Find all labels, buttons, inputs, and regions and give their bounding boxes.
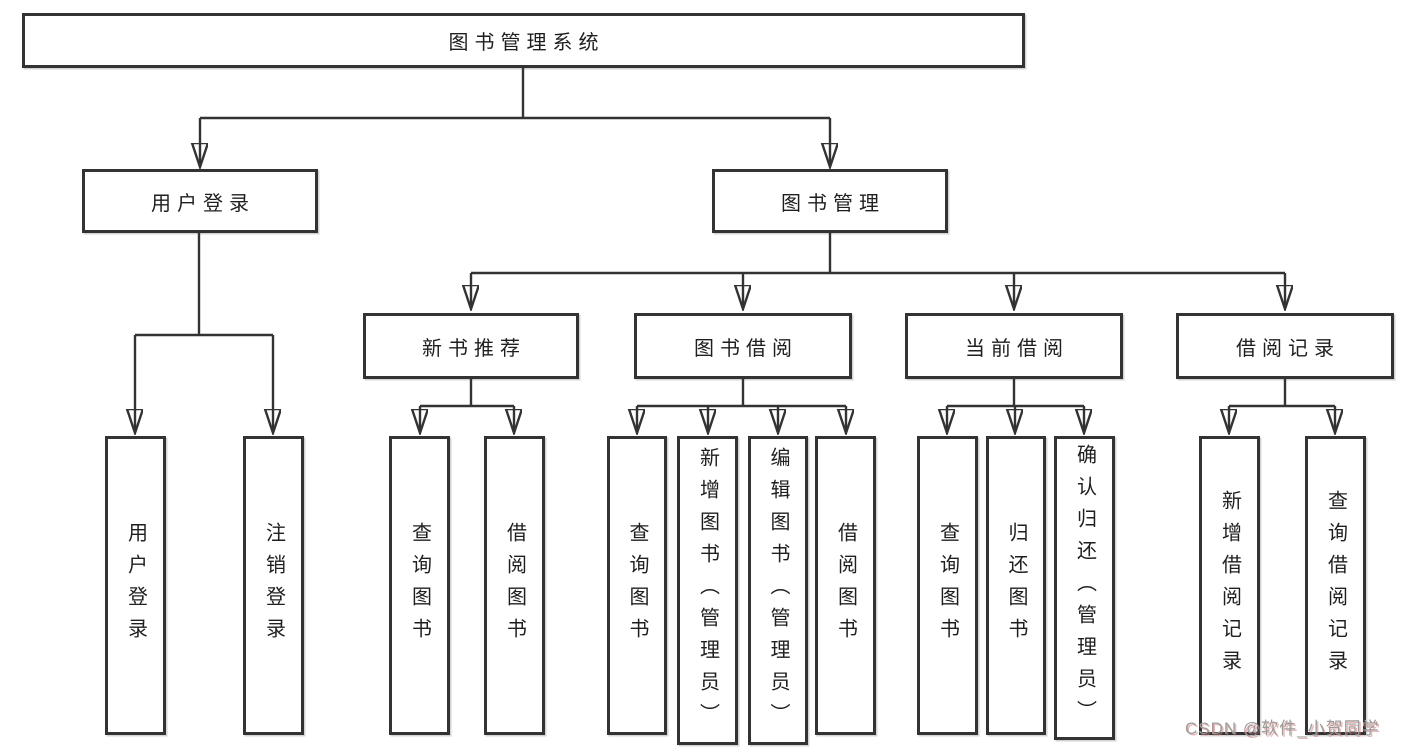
leaf-borrowing-borrow-book-label: 借阅图书: [834, 521, 857, 650]
leaf-recommend-borrow-book-label: 借阅图书: [503, 521, 526, 650]
node-user-login-label: 用户登录: [151, 192, 255, 215]
leaf-current-confirm-return-admin-label: 确认归还（管理员）: [1073, 444, 1096, 732]
leaf-current-query-book-label: 查询图书: [936, 521, 959, 650]
leaf-user-login-label: 用户登录: [124, 521, 147, 650]
leaf-logout-label: 注销登录: [262, 521, 285, 650]
leaf-borrowing-borrow-book: 借阅图书: [815, 436, 876, 735]
leaf-borrowing-query-book: 查询图书: [607, 436, 667, 735]
leaf-records-add-record-label: 新增借阅记录: [1218, 489, 1241, 682]
node-borrow-records-label: 借阅记录: [1236, 337, 1340, 360]
leaf-records-query-record: 查询借阅记录: [1305, 436, 1366, 735]
node-root-label: 图书管理系统: [448, 32, 605, 54]
node-book-management-label: 图书管理: [781, 192, 885, 215]
leaf-borrowing-edit-book-admin-label: 编辑图书（管理员）: [767, 446, 789, 735]
leaf-current-query-book: 查询图书: [917, 436, 978, 735]
node-book-borrowing: 图书借阅: [634, 313, 852, 379]
leaf-logout: 注销登录: [243, 436, 304, 735]
leaf-borrowing-edit-book-admin: 编辑图书（管理员）: [748, 436, 808, 745]
leaf-borrowing-add-book-admin: 新增图书（管理员）: [677, 436, 738, 745]
leaf-borrowing-add-book-admin-label: 新增图书（管理员）: [696, 446, 719, 735]
node-root: 图书管理系统: [22, 13, 1025, 68]
node-new-book-recommend: 新书推荐: [363, 313, 579, 379]
node-borrow-records: 借阅记录: [1176, 313, 1394, 379]
node-book-management: 图书管理: [712, 169, 948, 233]
node-user-login: 用户登录: [82, 169, 318, 233]
node-new-book-recommend-label: 新书推荐: [422, 337, 526, 360]
leaf-records-add-record: 新增借阅记录: [1199, 436, 1260, 735]
node-current-borrowing: 当前借阅: [905, 313, 1123, 379]
leaf-recommend-query-book: 查询图书: [389, 436, 450, 735]
leaf-current-confirm-return-admin: 确认归还（管理员）: [1054, 436, 1115, 740]
leaf-records-query-record-label: 查询借阅记录: [1324, 489, 1347, 682]
node-current-borrowing-label: 当前借阅: [965, 337, 1069, 360]
leaf-current-return-book: 归还图书: [986, 436, 1046, 735]
leaf-user-login: 用户登录: [105, 436, 166, 735]
node-book-borrowing-label: 图书借阅: [694, 337, 798, 360]
csdn-watermark: CSDN @软件_小贺同学: [1185, 719, 1380, 738]
leaf-current-return-book-label: 归还图书: [1005, 521, 1027, 650]
leaf-recommend-borrow-book: 借阅图书: [484, 436, 545, 735]
leaf-borrowing-query-book-label: 查询图书: [626, 521, 648, 650]
leaf-recommend-query-book-label: 查询图书: [408, 521, 431, 650]
